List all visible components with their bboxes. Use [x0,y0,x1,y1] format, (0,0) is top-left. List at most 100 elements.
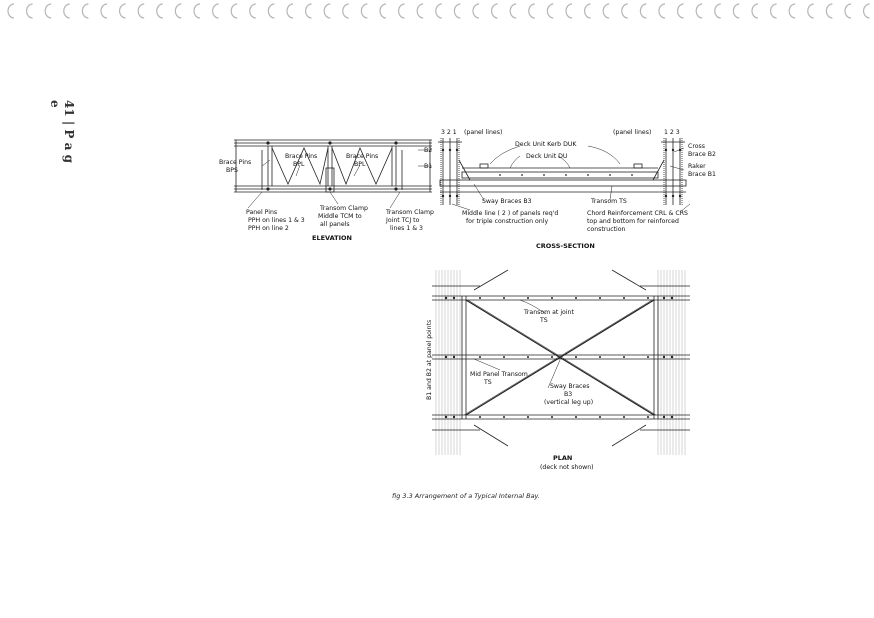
binding-ring [7,3,15,19]
rivet [664,194,668,198]
binding-ring [44,3,52,19]
label-transom-clamp-joint: Transom Clamp [385,209,434,216]
binding-ring [509,3,517,19]
rivet [623,356,625,358]
label-brace-pins-bpl-2: Brace Pins [346,153,378,160]
binding-ring [212,3,219,19]
rivet [444,296,448,300]
rivet [671,148,675,152]
rivet [527,416,529,418]
binding-ring [658,3,666,19]
label-panel-pins: Panel Pins [246,209,277,216]
label-brace-pins-bps: Brace Pins [219,159,251,166]
cross-section-rivets [441,148,682,198]
rivet [527,297,529,299]
rivet [575,356,577,358]
rivet [452,415,456,419]
rivet [479,356,481,358]
binding-ring [565,3,573,19]
rivet [448,148,452,152]
svg-text:construction: construction [587,226,626,233]
notebook-binding [7,3,870,19]
label-panel-lines-left-nums: 3 2 1 [441,129,457,136]
label-sway-braces-plan: Sway Braces [550,383,589,390]
binding-ring [81,3,89,19]
label-deck-unit: Deck Unit DU [526,153,567,160]
rivet [441,148,445,152]
svg-text:BPL: BPL [293,161,305,168]
binding-ring [100,3,108,19]
rivet [452,355,456,359]
rivet [503,297,505,299]
binding-ring [639,3,647,19]
binding-ring [323,3,331,19]
rivet [647,356,649,358]
binding-ring [677,3,684,19]
rivet [551,356,553,358]
rivet [599,356,601,358]
rivet [551,416,553,418]
label-panel-lines-left: (panel lines) [464,129,502,136]
rivet [543,174,545,176]
rivet [670,355,674,359]
page-number: 41 | P a g e [48,100,76,163]
rivet [647,416,649,418]
plan-leaders [473,299,561,389]
binding-ring [26,3,33,19]
svg-text:Middle TCM to: Middle TCM to [318,213,362,220]
svg-text:(vertical leg up): (vertical leg up) [544,399,593,406]
binding-ring [435,3,442,19]
binding-ring [286,3,294,19]
binding-ring [305,3,312,19]
svg-text:B3: B3 [564,391,572,398]
rivet [503,416,505,418]
binding-ring [137,3,145,19]
rivet [678,194,682,198]
rivet [444,355,448,359]
svg-text:for triple construction only: for triple construction only [466,218,548,225]
svg-text:PPH on line 2: PPH on line 2 [248,225,289,232]
cross-section-labels: 3 2 1 (panel lines) (panel lines) 1 2 3 … [441,129,716,250]
elevation-leaders [247,149,432,209]
binding-ring [770,3,777,19]
rivet [671,194,675,198]
rivet [599,416,601,418]
label-b2: B2 [424,147,432,154]
binding-ring [825,3,833,19]
rivet [503,356,505,358]
plan-drawing [432,269,690,455]
svg-text:PPH on lines 1 & 3: PPH on lines 1 & 3 [248,217,305,224]
rivet [565,174,567,176]
rivet [631,174,633,176]
svg-text:Joint TCJ to: Joint TCJ to [385,217,420,224]
svg-text:BPS: BPS [226,167,238,174]
rivet [452,296,456,300]
binding-ring [844,3,852,19]
rivet [647,297,649,299]
binding-ring [584,3,591,19]
label-transom: Transom TS [590,198,627,205]
label-sway-braces: Sway Braces B3 [482,198,532,205]
svg-text:Brace B1: Brace B1 [688,171,716,178]
plan-subtitle: (deck not shown) [540,464,594,471]
binding-ring [379,3,387,19]
label-deck-unit-kerb: Deck Unit Kerb DUK [515,141,577,148]
label-b1: B1 [424,163,432,170]
rivet [670,296,674,300]
binding-ring [788,3,796,19]
rivet [575,416,577,418]
rivet [441,194,445,198]
rivet [599,297,601,299]
label-middle-line: Middle line ( 2 ) of panels req'd [462,210,558,217]
figure-caption: fig 3.3 Arrangement of a Typical Interna… [392,492,540,500]
rivet [551,297,553,299]
binding-ring [249,3,256,19]
label-raker-brace: Raker [688,163,706,170]
svg-text:TS: TS [539,317,548,324]
svg-text:top and bottom for reinforced: top and bottom for reinforced [587,218,679,225]
rivet [499,174,501,176]
binding-ring [398,3,405,19]
rivet [664,148,668,152]
label-transom-at-joint: Transom at joint [523,309,574,316]
svg-text:all panels: all panels [320,221,350,228]
